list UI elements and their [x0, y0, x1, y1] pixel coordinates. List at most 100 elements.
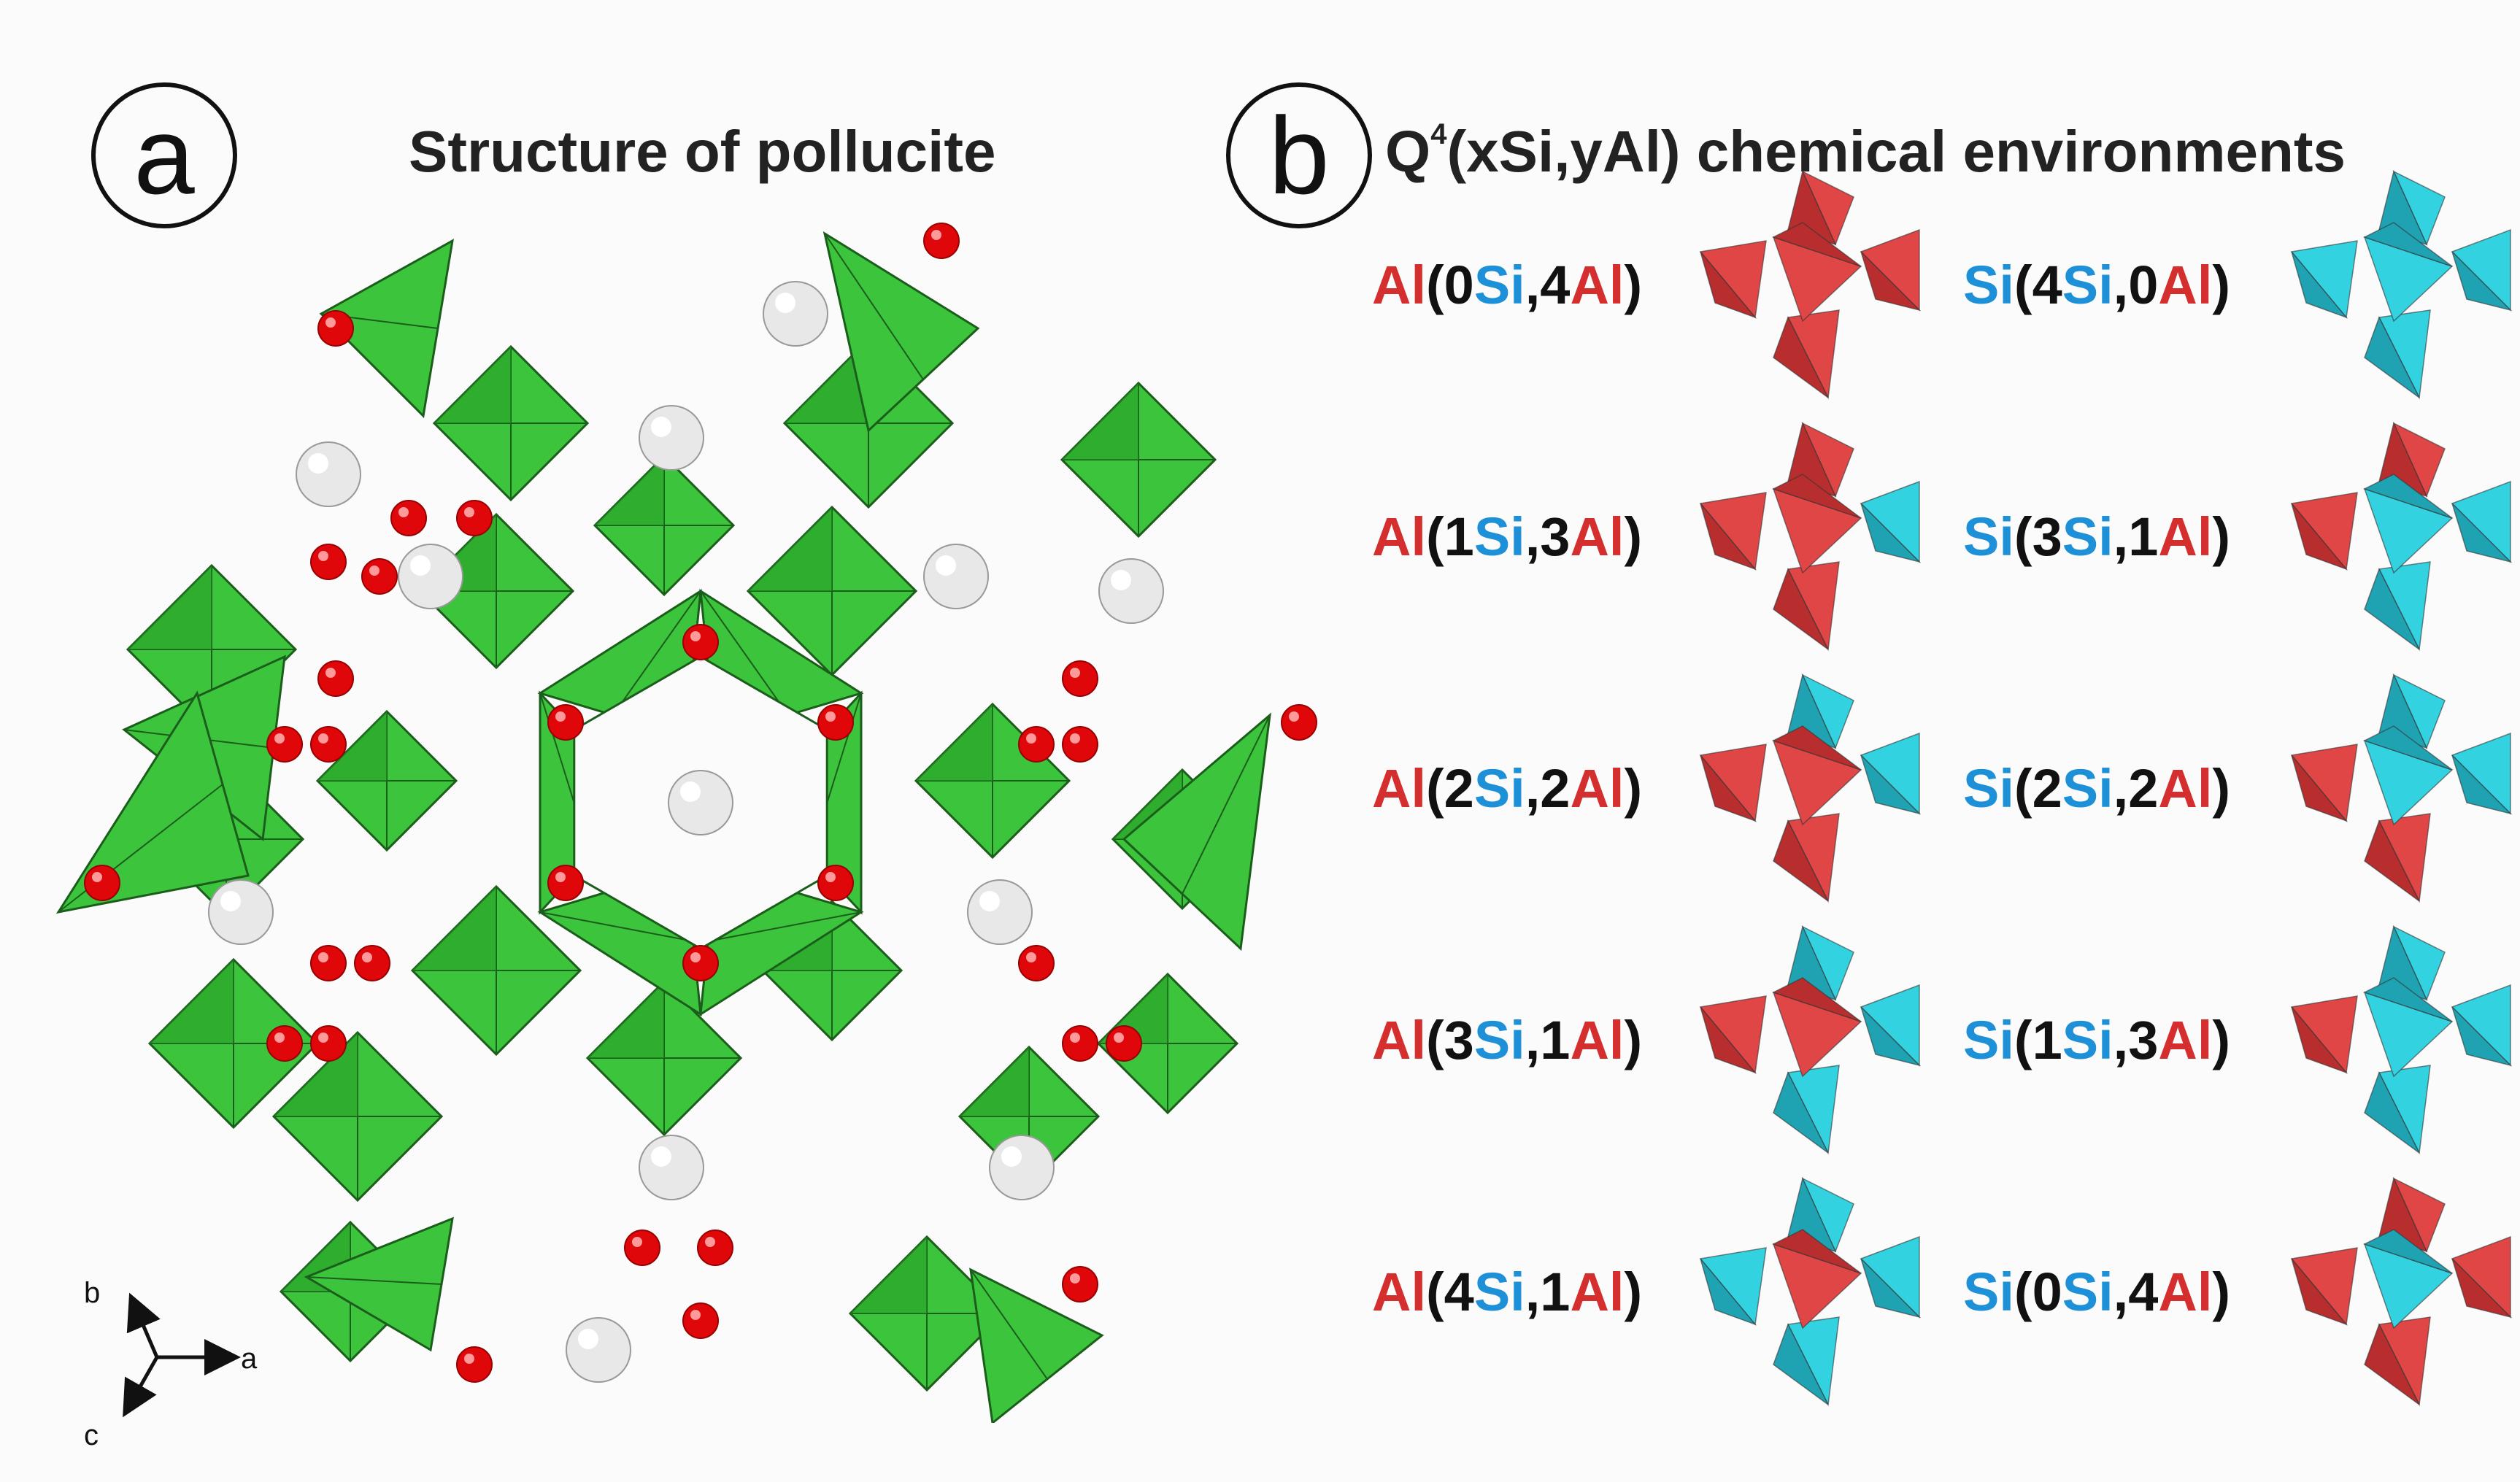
environment-label: Si(2Si,2Al) [1963, 757, 2230, 819]
tetrahedron-left-face [1700, 754, 1757, 822]
al-symbol: Al [1570, 506, 1625, 567]
environment-label: Al(4Si,1Al) [1372, 1261, 1642, 1323]
environment-label: Al(0Si,4Al) [1372, 254, 1642, 316]
al-symbol: Al [2158, 506, 2213, 567]
tetrahedron-right-face [1860, 754, 1922, 815]
al-count: 1 [1540, 1262, 1571, 1322]
si-count: 0 [1444, 255, 1474, 315]
oxygen-atom [1062, 660, 1098, 697]
polyhedron-face [412, 887, 496, 970]
paren-close: ) [2212, 255, 2231, 315]
tetrahedra-cluster [1699, 169, 1922, 400]
tetrahedron-right-face [2451, 1006, 2513, 1067]
environment-label: Si(3Si,1Al) [1963, 506, 2230, 568]
tetrahedron-bottom-face [2364, 568, 2420, 650]
tetrahedra-cluster [1699, 673, 1922, 903]
tetrahedra-cluster [2290, 925, 2513, 1155]
tetrahedron-center-face [2363, 977, 2453, 1022]
oxygen-highlight [555, 711, 566, 722]
al-symbol: Al [2158, 1262, 2213, 1322]
tetrahedron-center-face [2363, 222, 2453, 267]
tetrahedron-bottom-face [1773, 819, 1829, 902]
comma: , [2113, 1262, 2129, 1322]
tetrahedron-edge [1182, 714, 1271, 895]
paren-open: ( [1426, 758, 1444, 819]
tetrahedra-cluster [1699, 421, 1922, 652]
al-symbol: Al [1570, 1262, 1625, 1322]
cesium-atom [668, 770, 733, 835]
paren-open: ( [1426, 255, 1444, 315]
si-count: 1 [1444, 506, 1474, 567]
pollucite-structure [55, 223, 1317, 1423]
tetrahedron-edge [700, 590, 789, 716]
oxygen-highlight [690, 1310, 701, 1320]
tetrahedron-center-face [1772, 977, 1862, 1022]
oxygen-highlight [92, 872, 102, 882]
paren-close: ) [1624, 255, 1643, 315]
environment-label: Al(2Si,2Al) [1372, 757, 1642, 819]
polyhedron-face [916, 704, 993, 781]
oxygen-atom [1062, 726, 1098, 763]
environment-label: Al(3Si,1Al) [1372, 1009, 1642, 1071]
axis-indicator: a b c [84, 1277, 258, 1451]
tetrahedron-right-face [2451, 754, 2513, 815]
comma: , [2113, 1010, 2129, 1070]
al-count: 1 [1540, 1010, 1571, 1070]
cesium-atom [967, 879, 1033, 945]
panel-b-title: Q4(xSi,yAl) chemical environments [1385, 118, 2346, 185]
cesium-highlight [1001, 1146, 1022, 1167]
oxygen-highlight [1026, 952, 1036, 962]
oxygen-highlight [318, 1033, 328, 1043]
paren-close: ) [1624, 1262, 1643, 1322]
oxygen-highlight [369, 566, 379, 576]
paren-open: ( [2014, 506, 2032, 567]
axis-a-label: a [241, 1343, 258, 1375]
tetrahedron-center-face [2363, 1229, 2453, 1274]
oxygen-atom [317, 310, 354, 347]
tetrahedron-right-face [1860, 503, 1922, 563]
tetrahedron-bottom-face [2364, 819, 2420, 902]
si-count: 4 [1444, 1262, 1474, 1322]
si-symbol: Si [1473, 1262, 1525, 1322]
oxygen-atom [1106, 1025, 1142, 1062]
oxygen-highlight [318, 733, 328, 744]
cesium-highlight [220, 891, 241, 911]
polyhedron-face [128, 566, 212, 649]
polyhedron-face [150, 960, 234, 1043]
si-count: 2 [2032, 758, 2062, 819]
tetrahedra-cluster [1699, 925, 1922, 1155]
tetrahedron-edge [539, 911, 694, 942]
oxygen-highlight [1070, 1033, 1080, 1043]
tetrahedron-left-face [1700, 251, 1757, 319]
oxygen-atom [266, 726, 303, 763]
tetrahedron-right-face [2451, 503, 2513, 563]
oxygen-atom [697, 1230, 733, 1266]
oxygen-atom [923, 223, 960, 259]
tetrahedron-bottom-face [2364, 1323, 2420, 1405]
cesium-atom [296, 441, 361, 507]
tetrahedron-center-face [1772, 222, 1862, 267]
paren-close: ) [2212, 1010, 2231, 1070]
tetrahedron-edge [306, 1276, 442, 1285]
oxygen-atom [1062, 1266, 1098, 1302]
comma: , [1525, 758, 1541, 819]
polyhedron-face [748, 507, 832, 591]
oxygen-highlight [274, 733, 285, 744]
oxygen-atom [317, 660, 354, 697]
center-element: Al [1372, 255, 1426, 315]
tetrahedron-right-face [1860, 1258, 1922, 1319]
al-count: 4 [1540, 255, 1571, 315]
paren-open: ( [2014, 758, 2032, 819]
cesium-highlight [680, 781, 701, 802]
al-symbol: Al [2158, 255, 2213, 315]
panel-b-title-sup: 4 [1430, 118, 1447, 150]
cesium-atom [639, 405, 704, 471]
paren-close: ) [1624, 758, 1643, 819]
oxygen-highlight [274, 1033, 285, 1043]
oxygen-highlight [325, 317, 336, 328]
paren-open: ( [1426, 1010, 1444, 1070]
panel-b-title-rest: (xSi,yAl) chemical environments [1446, 119, 2346, 184]
polyhedron-face [317, 711, 387, 781]
environment-label: Si(0Si,4Al) [1963, 1261, 2230, 1323]
oxygen-atom [266, 1025, 303, 1062]
